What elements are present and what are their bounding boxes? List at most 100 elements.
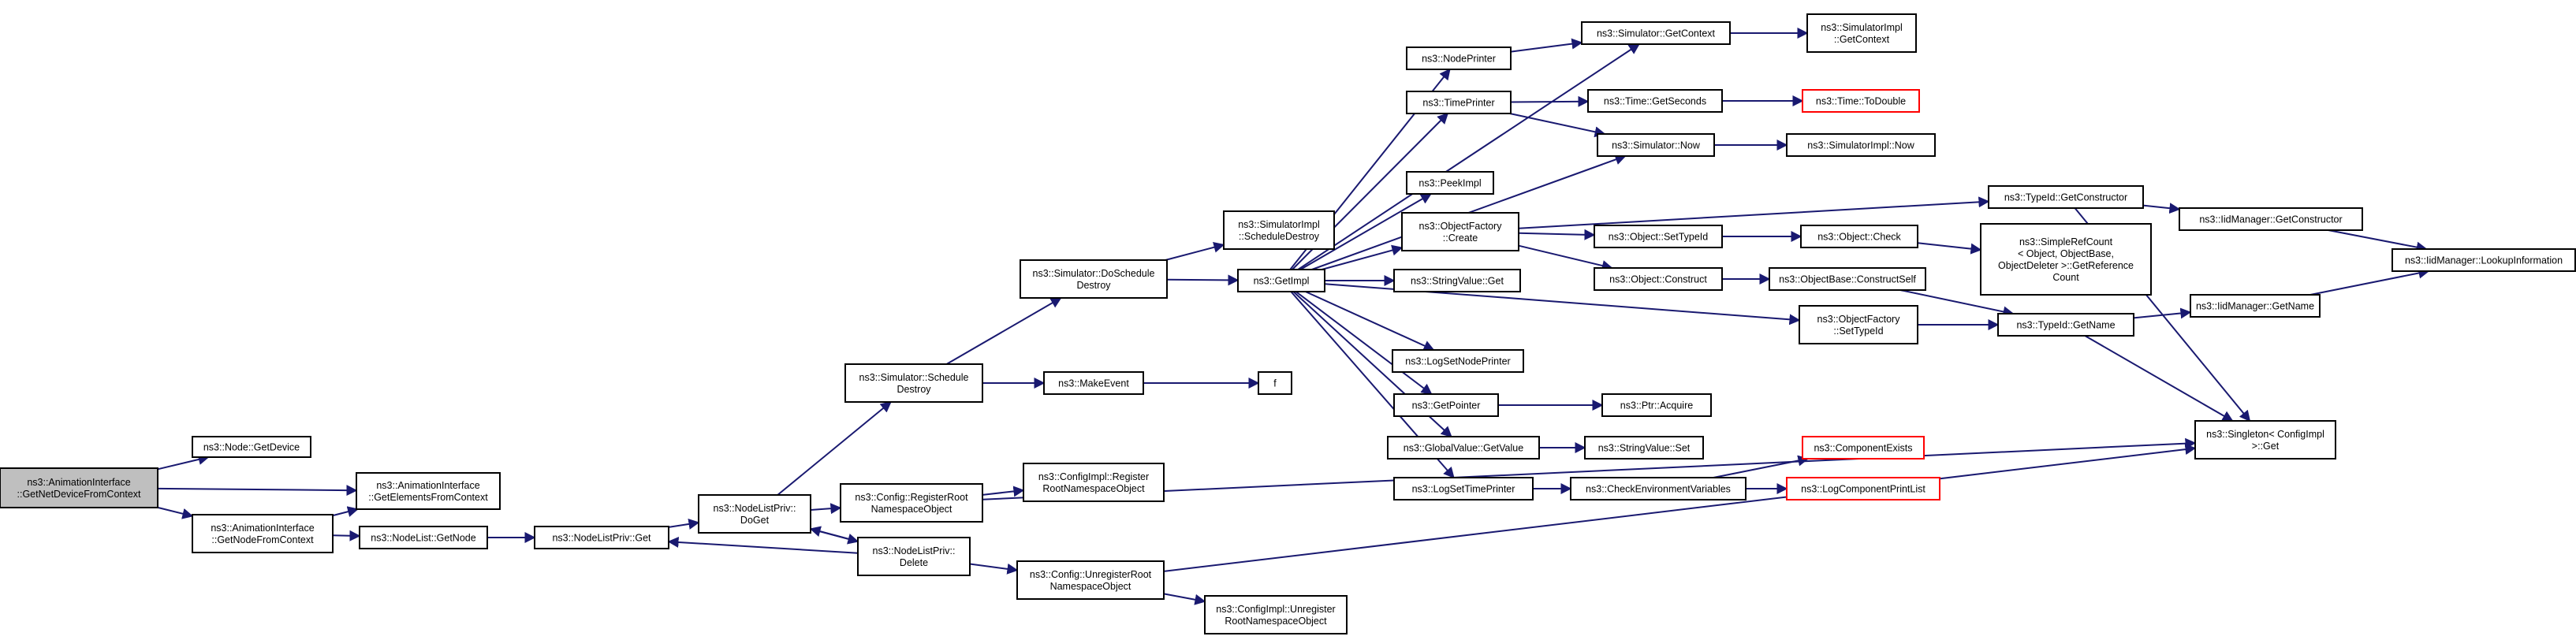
- node-simimpl-getcontext[interactable]: ns3::SimulatorImpl::GetContext: [1806, 13, 1917, 53]
- node-label: ns3::GetPointer: [1412, 400, 1481, 411]
- node-f[interactable]: f: [1258, 371, 1292, 395]
- node-stringvalue-get[interactable]: ns3::StringValue::Get: [1393, 269, 1521, 292]
- node-label: ns3::Object::Check: [1817, 232, 1901, 243]
- node-label: ns3::StringValue::Set: [1598, 443, 1691, 454]
- node-label: ns3::Simulator::Now: [1612, 140, 1701, 151]
- edge-root-to-anim-getnode: [157, 506, 194, 519]
- node-nodelist-getnode[interactable]: ns3::NodeList::GetNode: [359, 526, 488, 549]
- node-box: [2194, 420, 2336, 460]
- node-label: ns3::AnimationInterface: [27, 477, 130, 488]
- node-simplerefcount[interactable]: ns3::SimpleRefCount< Object, ObjectBase,…: [1980, 223, 2152, 296]
- node-object-settypeid[interactable]: ns3::Object::SetTypeId: [1594, 225, 1723, 248]
- node-box: [1799, 305, 1918, 344]
- node-box: [1802, 89, 1920, 113]
- edge-config-unregister-to-configimpl-unregister: [1163, 593, 1206, 605]
- edge-config-register-to-configimpl-register: [982, 486, 1025, 497]
- node-time-todouble[interactable]: ns3::Time::ToDouble: [1802, 89, 1920, 113]
- node-time-getseconds[interactable]: ns3::Time::GetSeconds: [1587, 89, 1723, 113]
- node-logcomponentprintlist[interactable]: ns3::LogComponentPrintList: [1786, 477, 1940, 500]
- node-label: ns3::Simulator::DoSchedule: [1033, 268, 1155, 279]
- node-label: NamespaceObject: [1050, 581, 1131, 592]
- edge-objfactory-create-to-object-settypeid: [1518, 229, 1596, 240]
- node-globalvalue-getvalue[interactable]: ns3::GlobalValue::GetValue: [1387, 436, 1540, 460]
- node-typeid-getname[interactable]: ns3::TypeId::GetName: [1997, 313, 2134, 337]
- node-sim-now[interactable]: ns3::Simulator::Now: [1597, 133, 1715, 157]
- node-label: ns3::ObjectFactory: [1817, 314, 1901, 325]
- node-sim-getcontext[interactable]: ns3::Simulator::GetContext: [1581, 21, 1731, 45]
- edge-sim-doscheduledestroy-to-getimpl: [1166, 274, 1240, 286]
- node-nodelistpriv-get[interactable]: ns3::NodeListPriv::Get: [534, 526, 669, 549]
- node-singleton-get[interactable]: ns3::Singleton< ConfigImpl >::Get: [2194, 420, 2336, 460]
- node-box: [1806, 13, 1917, 53]
- node-sim-scheduledestroy[interactable]: ns3::Simulator::ScheduleDestroy: [844, 363, 983, 403]
- node-label: ::GetNodeFromContext: [211, 534, 314, 545]
- node-anim-getnode[interactable]: ns3::AnimationInterface::GetNodeFromCont…: [192, 514, 334, 553]
- node-label: ns3::Ptr::Acquire: [1620, 400, 1693, 411]
- node-label: ns3::NodeListPriv::: [714, 503, 796, 514]
- node-logsetnodeprinter[interactable]: ns3::LogSetNodePrinter: [1392, 349, 1524, 373]
- node-logsettimeprinter[interactable]: ns3::LogSetTimePrinter: [1393, 477, 1534, 500]
- node-timeprinter[interactable]: ns3::TimePrinter: [1406, 91, 1512, 114]
- edge-nodelistpriv-delete-to-nodelistpriv-doget: [809, 526, 859, 542]
- node-box: [1020, 259, 1168, 299]
- node-objfactory-settypeid[interactable]: ns3::ObjectFactory::SetTypeId: [1799, 305, 1918, 344]
- node-configimpl-unregister[interactable]: ns3::ConfigImpl::UnregisterRootNamespace…: [1204, 595, 1348, 634]
- node-box: [2391, 248, 2576, 272]
- node-makeevent[interactable]: ns3::MakeEvent: [1043, 371, 1144, 395]
- node-iidmanager-getname[interactable]: ns3::IidManager::GetName: [2190, 294, 2321, 318]
- node-node-getdevice[interactable]: ns3::Node::GetDevice: [192, 436, 311, 458]
- node-label: < Object, ObjectBase,: [2018, 248, 2114, 259]
- node-label: ns3::NodePrinter: [1422, 54, 1496, 65]
- node-box: [1393, 269, 1521, 292]
- node-box: [1406, 47, 1512, 70]
- node-simimpl-now[interactable]: ns3::SimulatorImpl::Now: [1786, 133, 1936, 157]
- node-box: [1587, 89, 1723, 113]
- node-box: [1393, 393, 1499, 417]
- node-nodelistpriv-doget[interactable]: ns3::NodeListPriv::DoGet: [698, 494, 811, 534]
- node-objfactory-create[interactable]: ns3::ObjectFactory::Create: [1401, 212, 1519, 251]
- node-label: ns3::AnimationInterface: [211, 523, 314, 534]
- node-getimpl[interactable]: ns3::GetImpl: [1237, 269, 1325, 292]
- node-label: NamespaceObject: [871, 504, 952, 515]
- nodes-layer: ns3::AnimationInterface::GetNetDeviceFro…: [0, 13, 2576, 634]
- node-label: ns3::NodeList::GetNode: [371, 533, 475, 544]
- node-nodelistpriv-delete[interactable]: ns3::NodeListPriv::Delete: [857, 537, 971, 576]
- node-label: ns3::StringValue::Get: [1411, 276, 1504, 287]
- node-simimpl-scheduledestroy[interactable]: ns3::SimulatorImpl::ScheduleDestroy: [1223, 210, 1335, 250]
- node-object-construct[interactable]: ns3::Object::Construct: [1594, 267, 1723, 291]
- edge-nodeprinter-to-sim-getcontext: [1510, 38, 1583, 53]
- node-box: [1584, 436, 1704, 460]
- node-label: ::GetNetDeviceFromContext: [17, 489, 142, 500]
- node-box: [2179, 207, 2363, 231]
- node-label: ns3::LogSetNodePrinter: [1405, 356, 1510, 367]
- node-label: ns3::Simulator::Schedule: [859, 372, 969, 383]
- node-ptr-acquire[interactable]: ns3::Ptr::Acquire: [1601, 393, 1712, 417]
- edge-objectbase-constructself-to-typeid-getname: [1899, 289, 2015, 318]
- node-box: [844, 363, 983, 403]
- node-componentexists[interactable]: ns3::ComponentExists: [1802, 436, 1925, 460]
- node-iidmanager-lookupinfo[interactable]: ns3::IidManager::LookupInformation: [2391, 248, 2576, 272]
- node-object-check[interactable]: ns3::Object::Check: [1800, 225, 1918, 248]
- node-root[interactable]: ns3::AnimationInterface::GetNetDeviceFro…: [0, 467, 158, 508]
- node-getpointer[interactable]: ns3::GetPointer: [1393, 393, 1499, 417]
- node-stringvalue-set[interactable]: ns3::StringValue::Set: [1584, 436, 1704, 460]
- node-configimpl-register[interactable]: ns3::ConfigImpl::RegisterRootNamespaceOb…: [1023, 463, 1165, 502]
- node-nodeprinter[interactable]: ns3::NodePrinter: [1406, 47, 1512, 70]
- node-label: ::ScheduleDestroy: [1239, 231, 1320, 242]
- node-peekimpl[interactable]: ns3::PeekImpl: [1406, 171, 1494, 195]
- node-label: ns3::SimulatorImpl: [1238, 219, 1320, 230]
- node-label: DoGet: [740, 515, 770, 526]
- node-label: ns3::SimulatorImpl::Now: [1807, 140, 1914, 151]
- node-anim-getelements[interactable]: ns3::AnimationInterface::GetElementsFrom…: [356, 472, 501, 510]
- node-iidmanager-getconstructor[interactable]: ns3::IidManager::GetConstructor: [2179, 207, 2363, 231]
- edge-typeid-getname-to-singleton-get: [2084, 335, 2234, 422]
- node-config-unregister[interactable]: ns3::Config::UnregisterRootNamespaceObje…: [1016, 560, 1165, 600]
- node-box: [1406, 91, 1512, 114]
- node-checkenvvars[interactable]: ns3::CheckEnvironmentVariables: [1570, 477, 1747, 500]
- node-box: [1997, 313, 2134, 337]
- node-typeid-getconstructor[interactable]: ns3::TypeId::GetConstructor: [1988, 185, 2144, 209]
- node-box: [0, 467, 158, 508]
- node-objectbase-constructself[interactable]: ns3::ObjectBase::ConstructSelf: [1769, 267, 1926, 291]
